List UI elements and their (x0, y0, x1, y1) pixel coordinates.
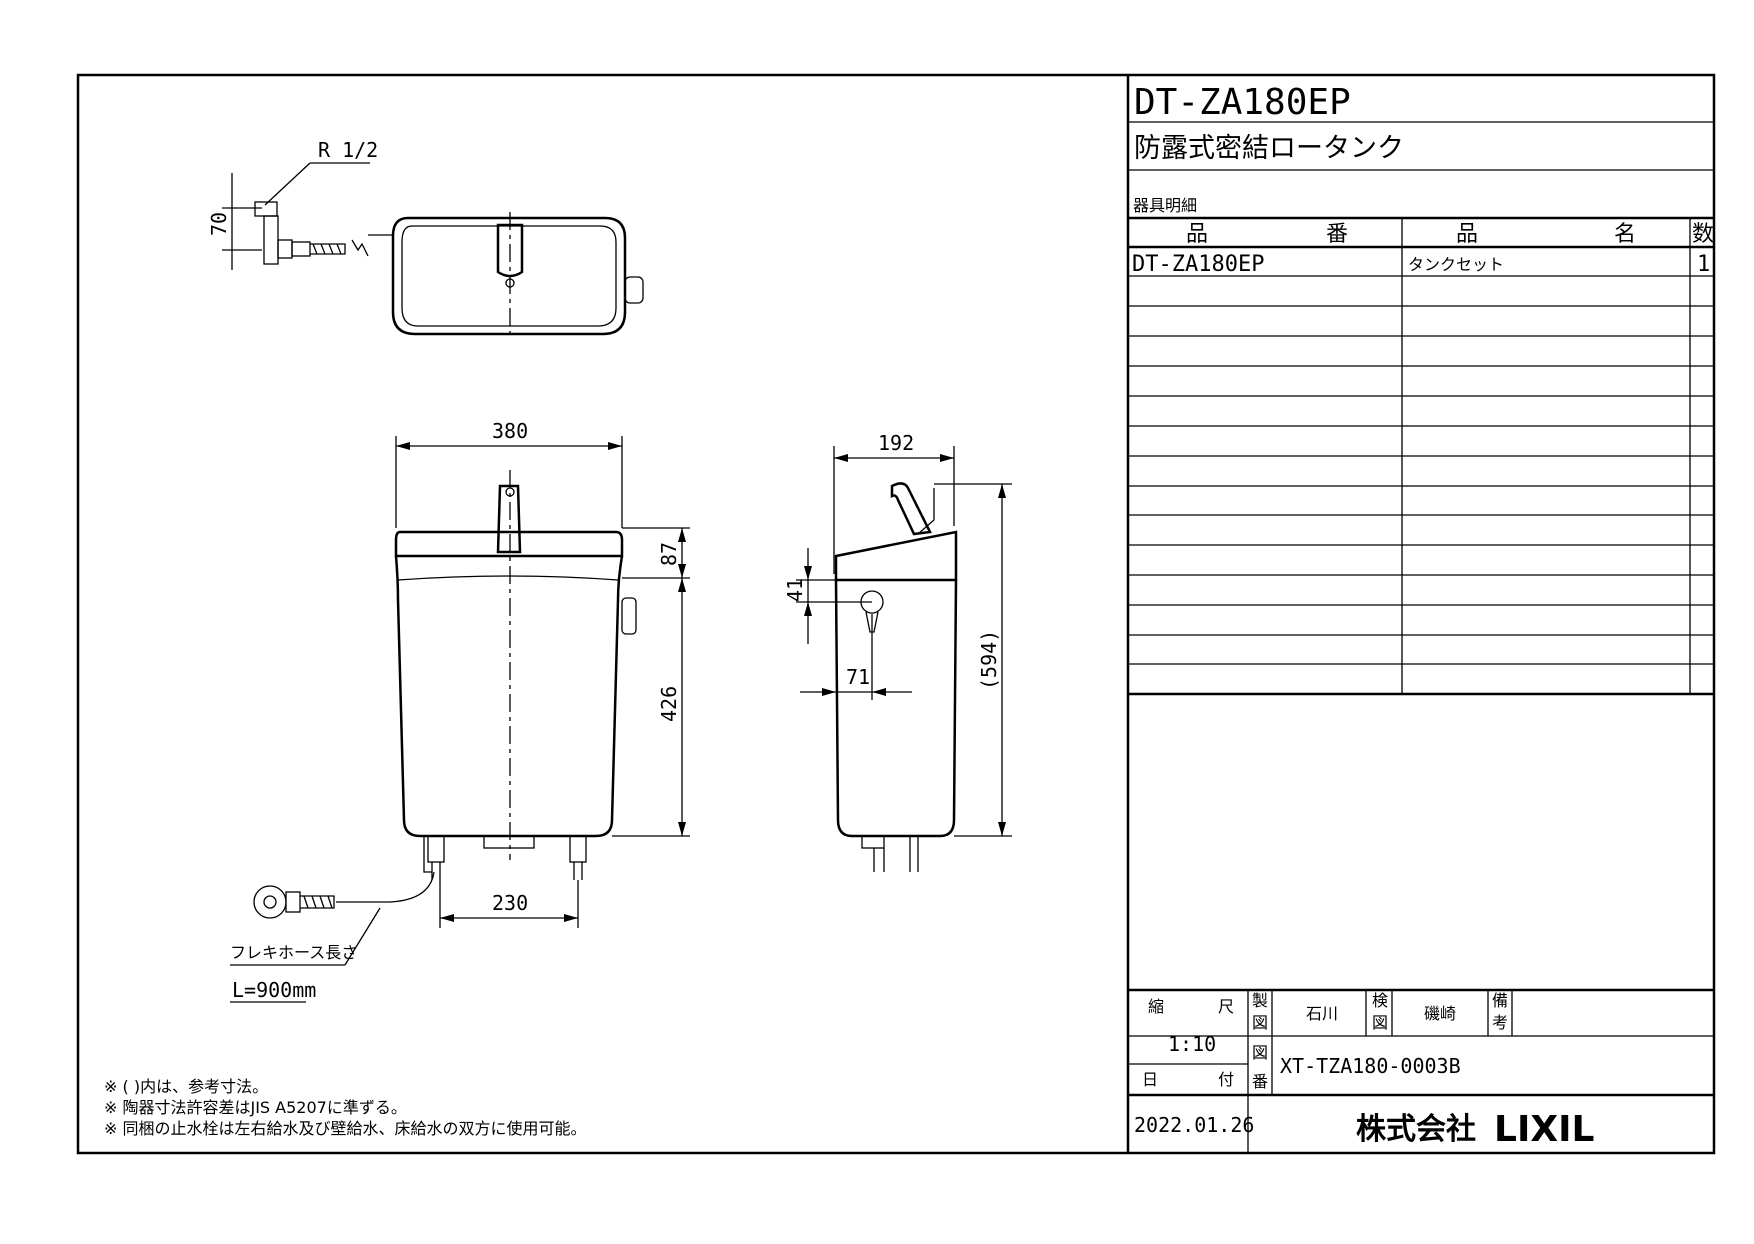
parts-table: 品 番 品 名 数 DT-ZA180EP タンクセット 1 (1128, 216, 1714, 696)
date-label-2: 付 (1218, 1070, 1234, 1089)
top-view: 70 R 1/2 (207, 138, 644, 340)
row-1-qty: 1 (1697, 252, 1710, 277)
dim-side-width: 192 (878, 431, 914, 455)
dim-lever-offset: 71 (846, 665, 870, 689)
lixil-logo: LIXIL (1494, 1109, 1594, 1150)
header-part-name-2: 名 (1614, 222, 1636, 247)
row-1-part-no: DT-ZA180EP (1132, 252, 1264, 277)
hose-length-value: L=900mm (232, 978, 316, 1002)
dim-lever-height: 41 (783, 578, 807, 602)
row-1-part-name: タンクセット (1408, 255, 1504, 274)
front-view: 380 87 426 230 フレキホース長さ L=900mm (230, 419, 690, 1003)
checked-label-1: 検 (1372, 991, 1388, 1010)
note-1: ※ ( )内は、参考寸法。 (104, 1077, 268, 1096)
dim-front-width: 380 (492, 419, 528, 443)
drawn-label-1: 製 (1252, 991, 1268, 1010)
date-label-1: 日 (1142, 1070, 1158, 1089)
company-prefix: 株式会社 (1356, 1112, 1476, 1147)
checked-by: 磯崎 (1424, 1004, 1456, 1023)
header-part-name-1: 品 (1456, 222, 1478, 247)
hose-length-label: フレキホース長さ (230, 943, 357, 962)
parts-list-caption: 器具明細 (1133, 196, 1197, 215)
checked-label-2: 図 (1372, 1013, 1388, 1032)
dim-bolt-spacing: 230 (492, 891, 528, 915)
sheet-border (76, 73, 1716, 1155)
drawing-number: XT-TZA180-0003B (1280, 1054, 1461, 1078)
drawing-no-label-1: 図 (1252, 1043, 1268, 1062)
scale-label-1: 縮 (1148, 997, 1164, 1016)
dim-pipe-height: 70 (207, 212, 231, 236)
header-part-no-2: 番 (1326, 222, 1348, 247)
dim-thread: R 1/2 (318, 138, 378, 162)
drawing-no-label-2: 番 (1252, 1072, 1268, 1091)
scale-value: 1:10 (1168, 1032, 1216, 1056)
approval-block: 縮 尺 1:10 日 付 2022.01.26 製 図 石川 検 図 磯崎 備 … (1128, 988, 1714, 1153)
model-number: DT-ZA180EP (1134, 82, 1351, 123)
notes: ※ ( )内は、参考寸法。 ※ 陶器寸法許容差はJIS A5207に準ずる。 ※… (104, 1077, 587, 1138)
note-3: ※ 同梱の止水栓は左右給水及び壁給水、床給水の双方に使用可能。 (104, 1119, 587, 1138)
product-name: 防露式密結ロータンク (1134, 133, 1404, 164)
drawn-label-2: 図 (1252, 1013, 1268, 1032)
note-2: ※ 陶器寸法許容差はJIS A5207に準ずる。 (104, 1098, 407, 1117)
remarks-label-1: 備 (1492, 991, 1508, 1010)
dim-body-height: 426 (657, 686, 681, 722)
dim-lid-height: 87 (657, 542, 681, 566)
drawn-by: 石川 (1306, 1004, 1338, 1023)
dim-total-height: (594) (977, 630, 1001, 690)
header-qty: 数 (1692, 222, 1714, 247)
title-block: DT-ZA180EP 防露式密結ロータンク 器具明細 品 番 品 名 数 DT-… (1128, 82, 1714, 1153)
date-value: 2022.01.26 (1134, 1113, 1254, 1137)
side-view: 192 41 71 (594) (783, 431, 1012, 872)
header-part-no-1: 品 (1186, 222, 1208, 247)
scale-label-2: 尺 (1218, 997, 1234, 1016)
remarks-label-2: 考 (1492, 1013, 1508, 1032)
table-row: DT-ZA180EP タンクセット 1 (1132, 252, 1710, 277)
